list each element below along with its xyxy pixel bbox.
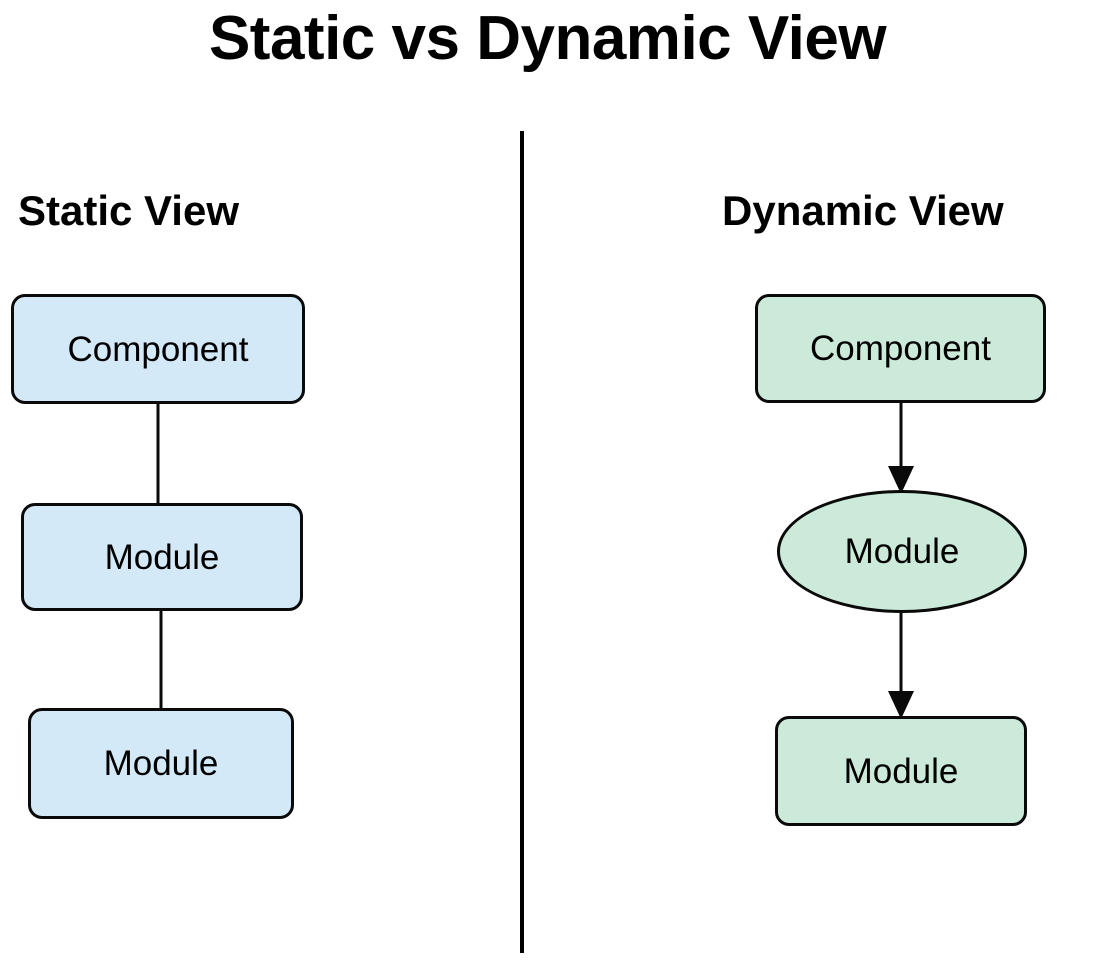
dynamic-view-heading: Dynamic View: [722, 187, 1004, 234]
static-node-module-2[interactable]: Module: [28, 708, 294, 819]
dynamic-node-module-box[interactable]: Module: [775, 716, 1027, 826]
dynamic-arrowhead-2: [888, 691, 914, 719]
dynamic-node-component[interactable]: Component: [755, 294, 1046, 403]
static-node-component[interactable]: Component: [11, 294, 305, 404]
dynamic-node-module-ellipse[interactable]: Module: [777, 490, 1027, 613]
column-divider: [520, 131, 524, 953]
page-title: Static vs Dynamic View: [208, 4, 887, 73]
static-node-module-1[interactable]: Module: [21, 503, 303, 611]
static-view-heading: Static View: [18, 187, 239, 234]
